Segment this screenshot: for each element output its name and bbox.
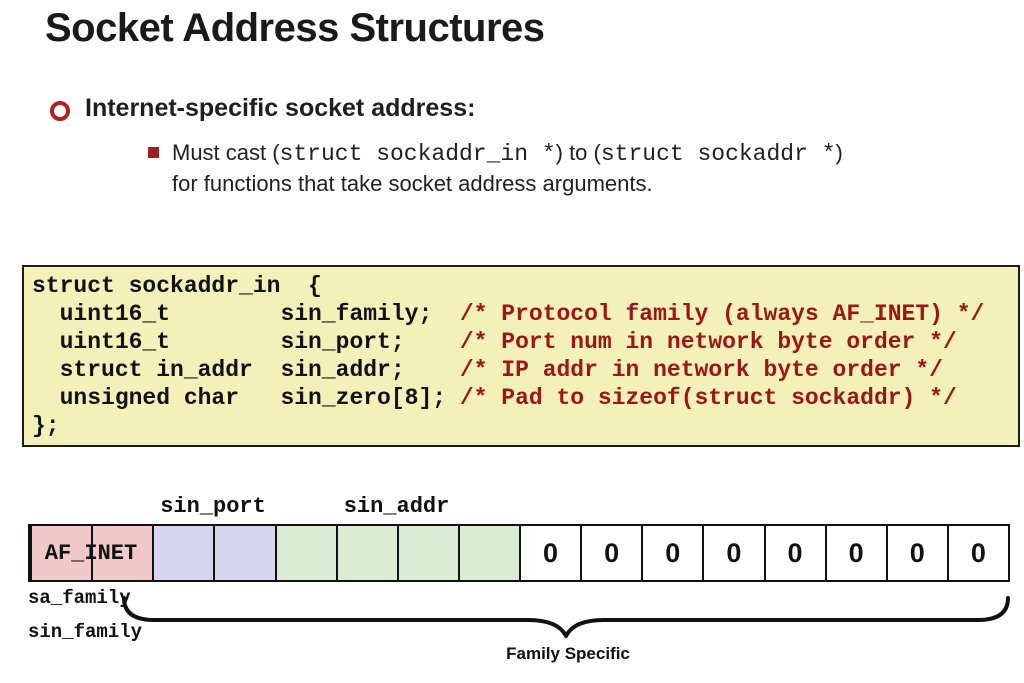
code-line: }; — [32, 412, 1018, 440]
code-comment: /* Port num in network byte order */ — [459, 329, 957, 355]
code-line: unsigned char sin_zero[8]; /* Pad to siz… — [32, 384, 1018, 412]
byte-cell-addr-3 — [396, 526, 458, 580]
square-bullet-icon — [148, 147, 159, 158]
cast-text-part2: ) to ( — [555, 140, 601, 165]
byte-cell-zero-2: 0 — [580, 526, 642, 580]
code-inline-sockaddr-in: struct sockaddr_in * — [279, 141, 556, 167]
byte-cell-addr-1 — [274, 526, 336, 580]
field-label-sin-addr: sin_addr — [343, 494, 450, 519]
sub-bullet-must-cast: Must cast (struct sockaddr_in *) to (str… — [148, 138, 1008, 199]
code-decl: unsigned char sin_zero[8]; — [32, 385, 460, 411]
code-decl: uint16_t sin_family; — [32, 301, 460, 327]
af-inet-label: AF_INET — [44, 540, 138, 566]
bullet-internet-specific: Internet-specific socket address: — [50, 94, 475, 123]
code-line: struct in_addr sin_addr; /* IP addr in n… — [32, 356, 1018, 384]
byte-cell-zero-5: 0 — [763, 526, 825, 580]
byte-diagram-row: AF_INET 0 0 0 0 0 0 0 0 — [28, 524, 1010, 582]
byte-cell-addr-4 — [457, 526, 519, 580]
byte-cell-family-1 — [30, 526, 92, 580]
cast-text-part3: ) — [835, 140, 843, 165]
byte-cell-zero-4: 0 — [702, 526, 764, 580]
label-sin-family: sin_family — [28, 621, 143, 643]
byte-cell-zero-1: 0 — [519, 526, 581, 580]
byte-cell-zero-6: 0 — [824, 526, 886, 580]
label-sa-family: sa_family — [28, 587, 131, 609]
cast-text-line2: for functions that take socket address a… — [172, 171, 653, 196]
byte-cell-port-2 — [213, 526, 275, 580]
sub-bullet-text: Must cast (struct sockaddr_in *) to (str… — [172, 138, 843, 199]
code-line: uint16_t sin_port; /* Port num in networ… — [32, 328, 1018, 356]
code-decl: }; — [32, 413, 60, 439]
family-specific-label: Family Specific — [506, 644, 630, 663]
code-decl: struct sockaddr_in { — [32, 273, 322, 299]
byte-cell-addr-2 — [335, 526, 397, 580]
underbrace-icon — [122, 596, 1010, 638]
page-title: Socket Address Structures — [45, 6, 545, 50]
code-decl: struct in_addr sin_addr; — [32, 357, 460, 383]
code-line: uint16_t sin_family; /* Protocol family … — [32, 300, 1018, 328]
byte-cell-zero-7: 0 — [885, 526, 947, 580]
code-line: struct sockaddr_in { — [32, 272, 1018, 300]
code-decl: uint16_t sin_port; — [32, 329, 460, 355]
code-inline-sockaddr: struct sockaddr * — [600, 141, 836, 167]
circle-bullet-icon — [50, 101, 70, 121]
code-comment: /* Pad to sizeof(struct sockaddr) */ — [459, 385, 957, 411]
code-comment: /* IP addr in network byte order */ — [459, 357, 943, 383]
byte-cell-zero-8: 0 — [946, 526, 1008, 580]
code-block-sockaddr-in: struct sockaddr_in { uint16_t sin_family… — [22, 265, 1020, 447]
byte-cell-family-2 — [91, 526, 153, 580]
bullet-label: Internet-specific socket address: — [85, 94, 476, 122]
field-label-sin-port: sin_port — [160, 494, 266, 519]
code-comment: /* Protocol family (always AF_INET) */ — [459, 301, 985, 327]
byte-cell-port-1 — [152, 526, 214, 580]
byte-cell-zero-3: 0 — [641, 526, 703, 580]
cast-text-part1: Must cast ( — [172, 140, 280, 165]
